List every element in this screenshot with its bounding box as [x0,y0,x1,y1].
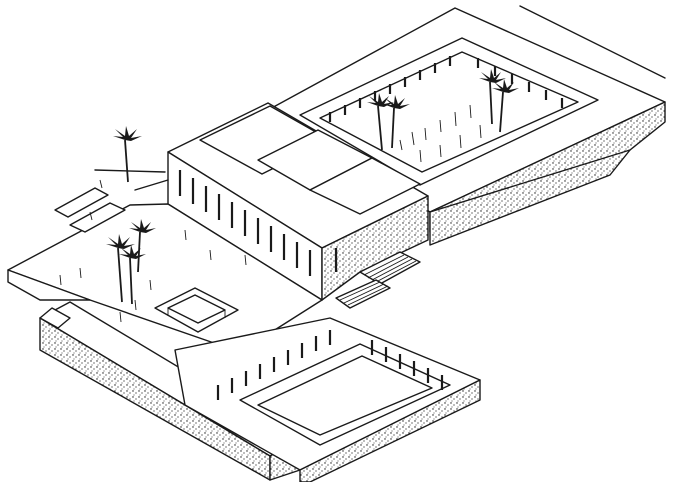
upper-colonnade [328,56,564,122]
palm-tree [113,126,142,183]
palm-tree [129,219,156,273]
central-hall [167,102,429,309]
palm-tree [479,69,506,125]
palm-trees [106,69,519,305]
sunken-basin [154,287,239,333]
hall-staircase [335,251,421,309]
upper-court-ground-texture [399,104,482,163]
palm-tree [492,79,519,133]
forecourt-ground-texture [59,229,247,323]
hall-colonnade [178,170,338,276]
palm-tree [367,93,394,151]
front-enclosure [39,301,481,482]
palm-tree [383,95,410,149]
left-ramps [54,169,169,233]
lower-colonnade [216,330,444,400]
palm-tree [106,234,135,303]
lower-forecourt [7,169,323,353]
